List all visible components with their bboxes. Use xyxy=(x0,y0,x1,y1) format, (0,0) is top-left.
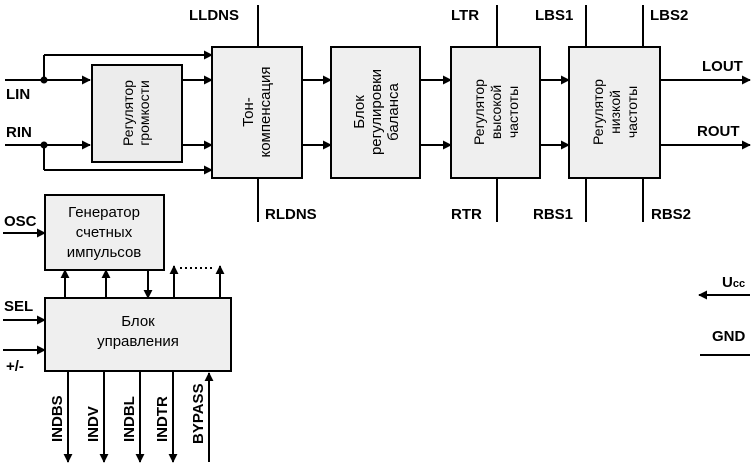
rout-label: ROUT xyxy=(697,123,740,140)
svg-text:частоты: частоты xyxy=(505,86,521,138)
lin-label: LIN xyxy=(6,86,30,103)
volume-block-text: Регулятор громкости xyxy=(120,80,152,146)
bass-block-text: Регулятор низкой частоты xyxy=(590,79,640,145)
balance-block xyxy=(330,46,421,179)
svg-text:Блок: Блок xyxy=(121,313,155,330)
lldns-label: LLDNS xyxy=(189,7,239,24)
svg-text:частоты: частоты xyxy=(624,86,640,138)
volume-block xyxy=(91,64,183,163)
indbl-label: INDBL xyxy=(121,396,138,442)
sel-label: SEL xyxy=(4,298,33,315)
svg-text:баланса: баланса xyxy=(385,82,402,140)
gnd-label: GND xyxy=(712,328,746,345)
input-wiring xyxy=(5,50,213,175)
chain-wiring xyxy=(302,75,751,150)
lbs1-label: LBS1 xyxy=(535,7,573,24)
tone-block-text: Тон- компенсация xyxy=(240,66,274,157)
control-block-text: Блок управления xyxy=(97,313,179,350)
svg-text:громкости: громкости xyxy=(136,80,152,146)
svg-text:Тон-: Тон- xyxy=(240,97,257,127)
lbs2-label: LBS2 xyxy=(650,7,688,24)
pin-lines xyxy=(257,5,644,222)
svg-text:регулировки: регулировки xyxy=(368,69,385,155)
svg-text:низкой: низкой xyxy=(607,90,623,134)
svg-text:счетных: счетных xyxy=(76,224,133,241)
svg-text:Регулятор: Регулятор xyxy=(471,79,487,145)
lout-label: LOUT xyxy=(702,58,743,75)
rbs2-label: RBS2 xyxy=(651,206,691,223)
balance-block-text: Блок регулировки баланса xyxy=(351,69,402,155)
svg-text:Регулятор: Регулятор xyxy=(590,79,606,145)
svg-text:высокой: высокой xyxy=(488,85,504,139)
bass-block xyxy=(568,46,661,179)
svg-text:управления: управления xyxy=(97,333,179,350)
rldns-label: RLDNS xyxy=(265,206,317,223)
ltr-label: LTR xyxy=(451,7,479,24)
svg-text:Регулятор: Регулятор xyxy=(120,80,136,146)
rtr-label: RTR xyxy=(451,206,482,223)
indv-label: INDV xyxy=(85,406,102,442)
treble-block-text: Регулятор высокой частоты xyxy=(471,79,521,145)
treble-block xyxy=(450,46,541,179)
indbs-label: INDBS xyxy=(49,395,66,442)
rin-label: RIN xyxy=(6,124,32,141)
bypass-label: BYPASS xyxy=(190,383,207,444)
power-section: Ucc GND xyxy=(698,274,750,356)
tone-block xyxy=(211,46,303,179)
svg-text:импульсов: импульсов xyxy=(67,244,142,261)
rbs1-label: RBS1 xyxy=(533,206,573,223)
generator-block-text: Генератор счетных импульсов xyxy=(67,204,142,261)
control-block xyxy=(44,297,232,372)
ucc-label: Ucc xyxy=(722,274,745,291)
indtr-label: INDTR xyxy=(154,396,171,442)
osc-label: OSC xyxy=(4,213,37,230)
svg-text:Генератор: Генератор xyxy=(68,204,140,221)
svg-text:Блок: Блок xyxy=(351,95,368,129)
plus-minus-label: +/- xyxy=(6,358,24,375)
control-wiring xyxy=(3,228,225,463)
svg-text:компенсация: компенсация xyxy=(257,66,274,157)
